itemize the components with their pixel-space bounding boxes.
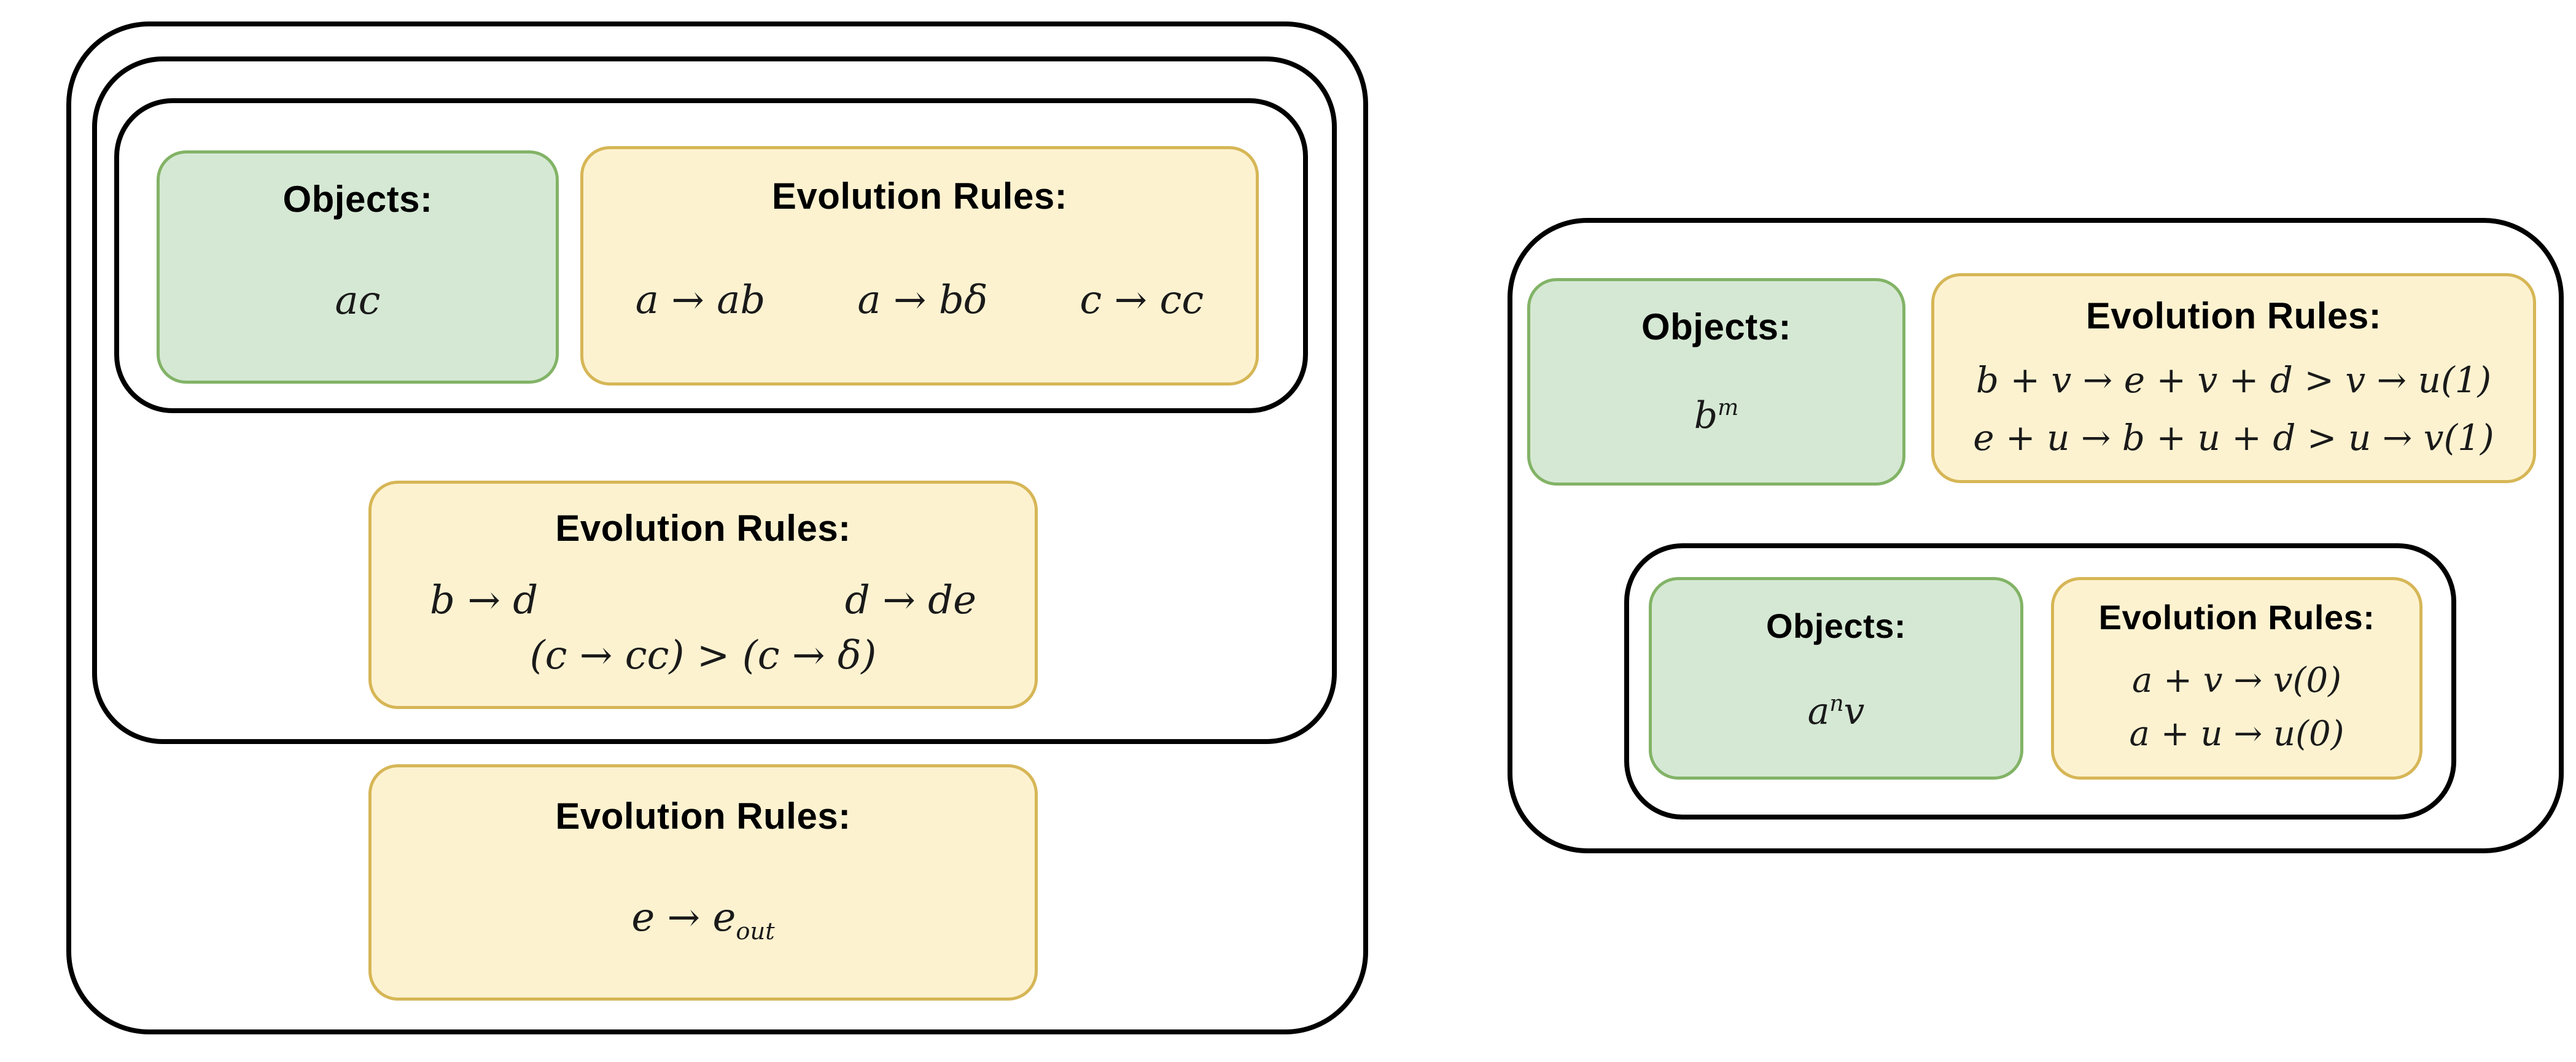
- rule-item: c → cc: [1080, 277, 1204, 323]
- evolution-rules-label: Evolution Rules:: [2085, 295, 2382, 336]
- rule-item: a + v → v(0): [2131, 660, 2341, 700]
- objects-label: Objects:: [1641, 306, 1792, 347]
- rule-item: e → eout: [631, 894, 775, 945]
- rule-item: a → bδ: [857, 277, 988, 323]
- rule-item: e + u → b + u + d > u → v(1): [1973, 416, 2494, 459]
- left-inner-rules-box: Evolution Rules: a → ab a → bδ c → cc: [580, 146, 1259, 386]
- left-middle-rules-box: Evolution Rules: b → d d → de (c → cc) >…: [368, 481, 1038, 709]
- left-inner-objects-box: Objects: ac: [157, 150, 559, 384]
- evolution-rules-label: Evolution Rules:: [771, 176, 1068, 217]
- membrane-left-skin: Objects: ac Evolution Rules: a → ab a → …: [66, 21, 1368, 1034]
- right-inner-rules-box: Evolution Rules: a + v → v(0) a + u → u(…: [2051, 577, 2422, 780]
- objects-value: ac: [335, 277, 381, 324]
- right-inner-objects-box: Objects: anv: [1649, 577, 2023, 780]
- rule-item: a + u → u(0): [2129, 713, 2344, 754]
- objects-value: anv: [1807, 689, 1865, 733]
- rule-item: a → ab: [635, 277, 766, 323]
- objects-label: Objects:: [282, 179, 433, 220]
- rule-item: b → d: [430, 577, 539, 623]
- membrane-left-inner: Objects: ac Evolution Rules: a → ab a → …: [114, 98, 1308, 413]
- objects-label: Objects:: [1765, 607, 1907, 645]
- membrane-right-inner: Objects: anv Evolution Rules: a + v → v(…: [1624, 543, 2456, 820]
- rule-item: b + v → e + v + d > v → u(1): [1975, 359, 2492, 401]
- evolution-rules-label: Evolution Rules:: [2098, 598, 2375, 637]
- membrane-left-middle: Objects: ac Evolution Rules: a → ab a → …: [92, 56, 1337, 744]
- membrane-right-skin: Objects: bm Evolution Rules: b + v → e +…: [1508, 218, 2564, 853]
- right-skin-rules-box: Evolution Rules: b + v → e + v + d > v →…: [1931, 273, 2536, 483]
- evolution-rules-label: Evolution Rules:: [555, 796, 851, 837]
- evolution-rules-label: Evolution Rules:: [555, 508, 851, 549]
- rule-item-priority: (c → cc) > (c → δ): [529, 632, 877, 678]
- rule-item: d → de: [844, 577, 976, 623]
- right-skin-objects-box: Objects: bm: [1527, 278, 1905, 486]
- left-skin-rules-box: Evolution Rules: e → eout: [368, 764, 1038, 1001]
- objects-value: bm: [1694, 393, 1739, 437]
